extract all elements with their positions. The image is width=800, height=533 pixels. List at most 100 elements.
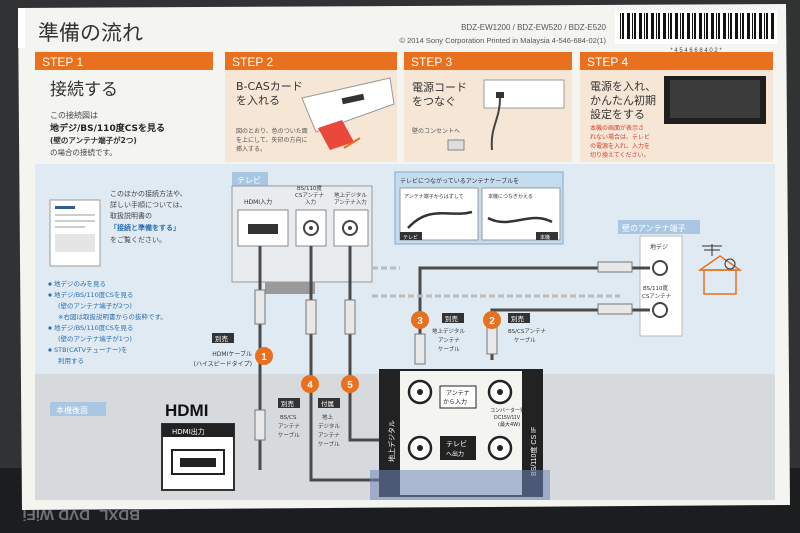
tv-tag — [232, 172, 268, 186]
barcode-bar — [711, 13, 714, 39]
badge-5 — [341, 375, 359, 393]
tv-out-box — [440, 436, 476, 460]
barcode-bar — [771, 13, 774, 39]
cable3-label-1: 地上デジタル — [432, 327, 465, 335]
wall-terrestrial-port — [652, 260, 668, 276]
list-item: 地デジ/BS/110度CSを見る — [54, 290, 133, 299]
converter-label-3: (最大4W) — [498, 421, 520, 428]
step2-label: STEP 2 — [232, 55, 273, 69]
old-cables — [372, 266, 620, 298]
bs-vertical-label: BS/110度 CS IF — [529, 427, 538, 476]
badge-3 — [411, 311, 429, 329]
hdmi-logo: HDMI — [165, 401, 208, 420]
step4-title-2: かんたん初期 — [590, 93, 656, 107]
cable4-label-2: アンテナ — [278, 423, 300, 430]
barcode: * 4 5 4 6 6 8 4 0 2 * — [615, 10, 777, 54]
list-item: 地デジ/BS/110度CSを見る — [54, 323, 133, 332]
barcode-bar — [656, 13, 657, 39]
converter-label-2: DC15V/11V — [494, 415, 521, 421]
step4-title-1: 電源を入れ、 — [590, 79, 656, 93]
cable3-label-3: ケーブル — [438, 345, 460, 353]
device-bdxl-text: BDXL — [99, 506, 140, 523]
wall-bs-port — [652, 302, 668, 318]
step2-title-2: を入れる — [236, 94, 280, 107]
barcode-bar — [752, 13, 753, 39]
copyright-line: © 2014 Sony Corporation Printed in Malay… — [400, 36, 607, 45]
list-bullets — [48, 282, 52, 352]
step3-title-1: 電源コード — [412, 80, 467, 94]
step1-title: 接続する — [50, 80, 118, 100]
wall-terrestrial-label: 地デジ — [650, 243, 668, 251]
included-tag-5-text: 付属 — [321, 399, 334, 408]
terrestrial-input-label-1: 地上デジタル — [334, 191, 367, 199]
step4-note-1: 本機の画面が表示さ — [590, 124, 644, 132]
cable5-label-4: ケーブル — [318, 440, 340, 448]
barcode-bar — [670, 13, 672, 39]
barcode-bar — [658, 13, 660, 39]
barcode-bar — [668, 13, 669, 39]
list-item: (壁のアンテナ端子が1つ) — [58, 334, 132, 343]
step1-label: STEP 1 — [42, 55, 83, 69]
page-title: 準備の流れ — [38, 21, 143, 45]
blue-tape — [370, 470, 550, 500]
badge-5-number: 5 — [347, 380, 353, 391]
tv-back-illustration — [231, 185, 373, 294]
step1-strong-sub: (壁のアンテナ端子が2つ) — [50, 135, 137, 145]
callout-cable-after — [487, 216, 553, 224]
cable2-label-2: ケーブル — [514, 336, 536, 344]
callout-tag-tv-text: テレビ — [403, 234, 418, 241]
step3-title-2: をつなぐ — [412, 95, 456, 108]
manual-thumbnail — [49, 199, 101, 267]
power-cord-illustration — [447, 79, 565, 151]
badge-3-number: 3 — [417, 316, 423, 327]
wall-bs-label-1: BS/110度 — [643, 284, 669, 292]
step2-note-2: を上にして、矢印の方向に — [236, 136, 308, 144]
barcode-bar — [730, 13, 732, 39]
barcode-bar — [687, 13, 690, 39]
callout-cable-before — [407, 210, 473, 229]
callout-title: テレビにつながっているアンテナケーブルを — [400, 177, 519, 185]
barcode-bar — [644, 13, 645, 39]
barcode-bars — [620, 13, 774, 39]
sold-tag-4-text: 別売 — [281, 399, 295, 408]
barcode-bar — [699, 13, 702, 39]
terrestrial-bar — [380, 370, 400, 496]
barcode-bar — [632, 13, 633, 39]
badge-4 — [301, 375, 319, 393]
step4-label: STEP 4 — [587, 55, 628, 69]
barcode-bar — [639, 13, 642, 39]
step3-header — [404, 52, 572, 70]
callout-tag-unit-text: 本機 — [540, 234, 550, 241]
sold-tag-2 — [508, 313, 530, 323]
sold-tag-3-text: 別売 — [445, 314, 459, 323]
barcode-bar — [634, 13, 636, 39]
other-1: このほかの接続方法や、 — [110, 189, 187, 198]
cable4-label-1: BS/CS — [280, 415, 297, 421]
cable5-label-2: デジタル — [318, 422, 340, 430]
step2-header — [225, 52, 397, 70]
sold-tag-4 — [278, 398, 300, 408]
cable5-label-1: 地上 — [322, 413, 334, 421]
terrestrial-vertical-label: 地上デジタル — [387, 420, 396, 462]
tv-out-label-1: テレビ — [446, 439, 467, 448]
converter-label-1: コンバーター電源 — [490, 407, 530, 414]
step2-title-1: B-CASカード — [236, 80, 303, 93]
barcode-bar — [766, 13, 768, 39]
barcode-number: * 4 5 4 6 6 8 4 0 2 * — [670, 48, 722, 54]
list-item: STB(CATVチューナー)を — [54, 346, 128, 354]
bs-input-label-1: BS/110度 — [297, 184, 323, 192]
barcode-bar — [718, 13, 720, 39]
device-dvd-text: DVD — [58, 506, 90, 523]
barcode-bar — [740, 13, 741, 39]
other-5: をご覧ください。 — [110, 235, 166, 244]
barcode-bar — [622, 13, 624, 39]
callout-left-text: アンテナ端子からはずして — [404, 193, 464, 200]
step3-note: 壁のコンセントへ — [412, 127, 460, 135]
bs-input-label-2: CSアンテナ — [295, 192, 325, 199]
barcode-bar — [754, 13, 756, 39]
step2-note-1: 図のとおり、色のついた面 — [236, 127, 308, 135]
included-tag-5 — [318, 398, 340, 408]
cable4-label-3: ケーブル — [278, 431, 300, 439]
sold-tag-1 — [212, 333, 234, 343]
barcode-bar — [759, 13, 762, 39]
